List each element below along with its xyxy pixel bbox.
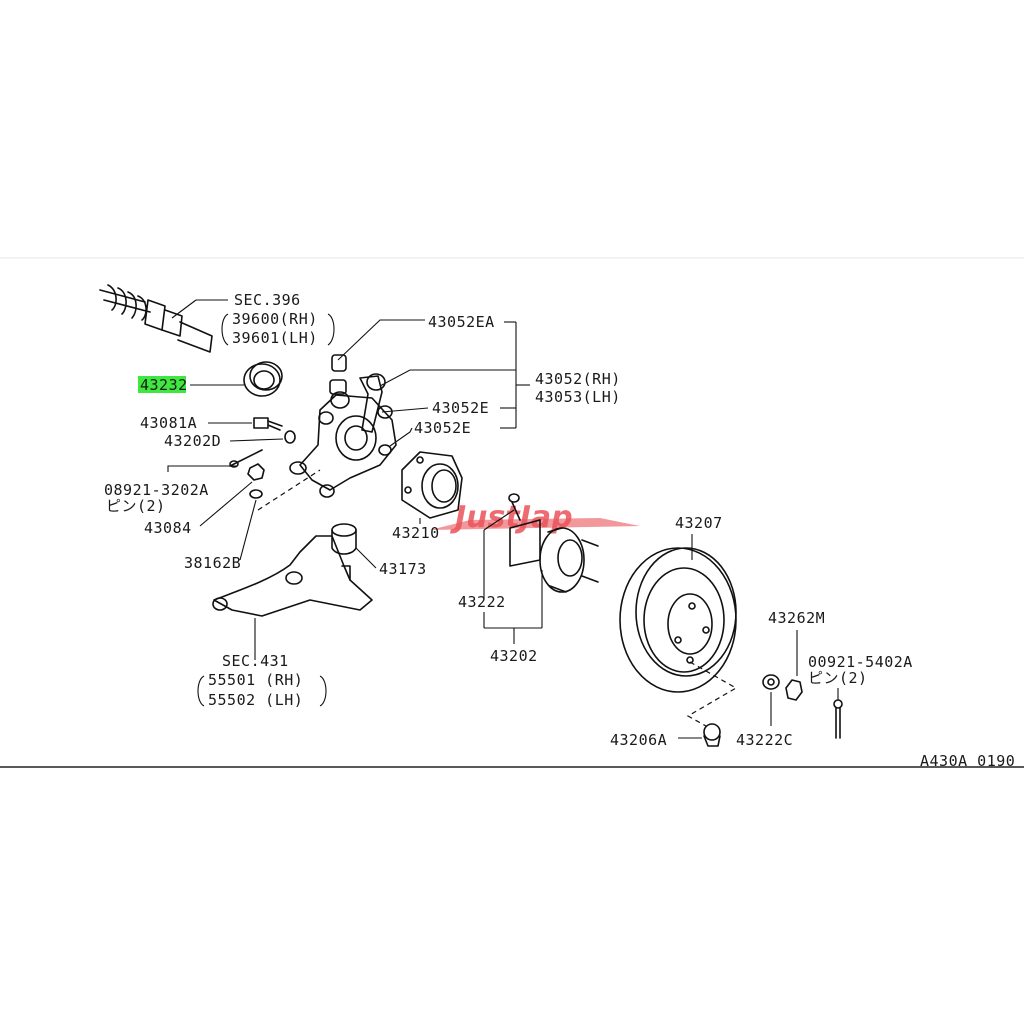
label-43053: 43053(LH) [535, 388, 621, 406]
label-39601: 39601(LH) [232, 329, 318, 347]
hub-43202 [509, 519, 599, 593]
label-pin2-right: ピン(2) [808, 669, 868, 687]
label-pin2-left: ピン(2) [106, 497, 166, 515]
label-43052EA: 43052EA [428, 313, 495, 331]
knuckle-assembly [289, 354, 397, 498]
label-43222C: 43222C [736, 731, 793, 749]
washer-43222C [762, 674, 780, 690]
label-43210: 43210 [392, 524, 440, 542]
label-00921: 00921-5402A [808, 653, 913, 671]
cotter-pin-right [833, 699, 843, 739]
bearing-43210 [401, 451, 463, 519]
label-43232: 43232 [140, 376, 188, 394]
label-sec431: SEC.431 [222, 652, 289, 670]
label-43202D: 43202D [164, 432, 221, 450]
label-43052E-1: 43052E [432, 399, 489, 417]
label-43173: 43173 [379, 560, 427, 578]
label-43084: 43084 [144, 519, 192, 537]
label-43207: 43207 [675, 514, 723, 532]
label-55502: 55502 (LH) [208, 691, 303, 709]
plug-43206A [703, 723, 721, 747]
label-43052: 43052(RH) [535, 370, 621, 388]
oil-seal [243, 361, 283, 397]
label-43222: 43222 [458, 593, 506, 611]
nut-43084 [247, 463, 265, 481]
bushing-43173 [331, 523, 357, 555]
highlight-43232 [138, 376, 186, 393]
label-43206A: 43206A [610, 731, 667, 749]
cotter-pin-left [229, 449, 263, 468]
label-55501: 55501 (RH) [208, 671, 303, 689]
label-43052E-2: 43052E [414, 419, 471, 437]
hub-bolt-43222 [508, 493, 521, 521]
label-38162B: 38162B [184, 554, 241, 572]
watermark-logo: JustJap [430, 500, 640, 535]
lower-arm [212, 535, 373, 617]
drive-shaft [99, 284, 213, 353]
label-43081A: 43081A [140, 414, 197, 432]
label-08921: 08921-3202A [104, 481, 209, 499]
bolt-43081A [253, 417, 283, 431]
label-43202: 43202 [490, 647, 538, 665]
label-sec396: SEC.396 [234, 291, 301, 309]
nut-43262M [785, 679, 803, 701]
label-43262M: 43262M [768, 609, 825, 627]
diagram-code: A430A 0190 [920, 752, 1015, 770]
label-39600: 39600(RH) [232, 310, 318, 328]
watermark-text: JustJap [450, 500, 573, 535]
washer-43202D [284, 430, 296, 444]
washer-38162B [249, 489, 263, 499]
brake-rotor-43207 [619, 547, 737, 693]
